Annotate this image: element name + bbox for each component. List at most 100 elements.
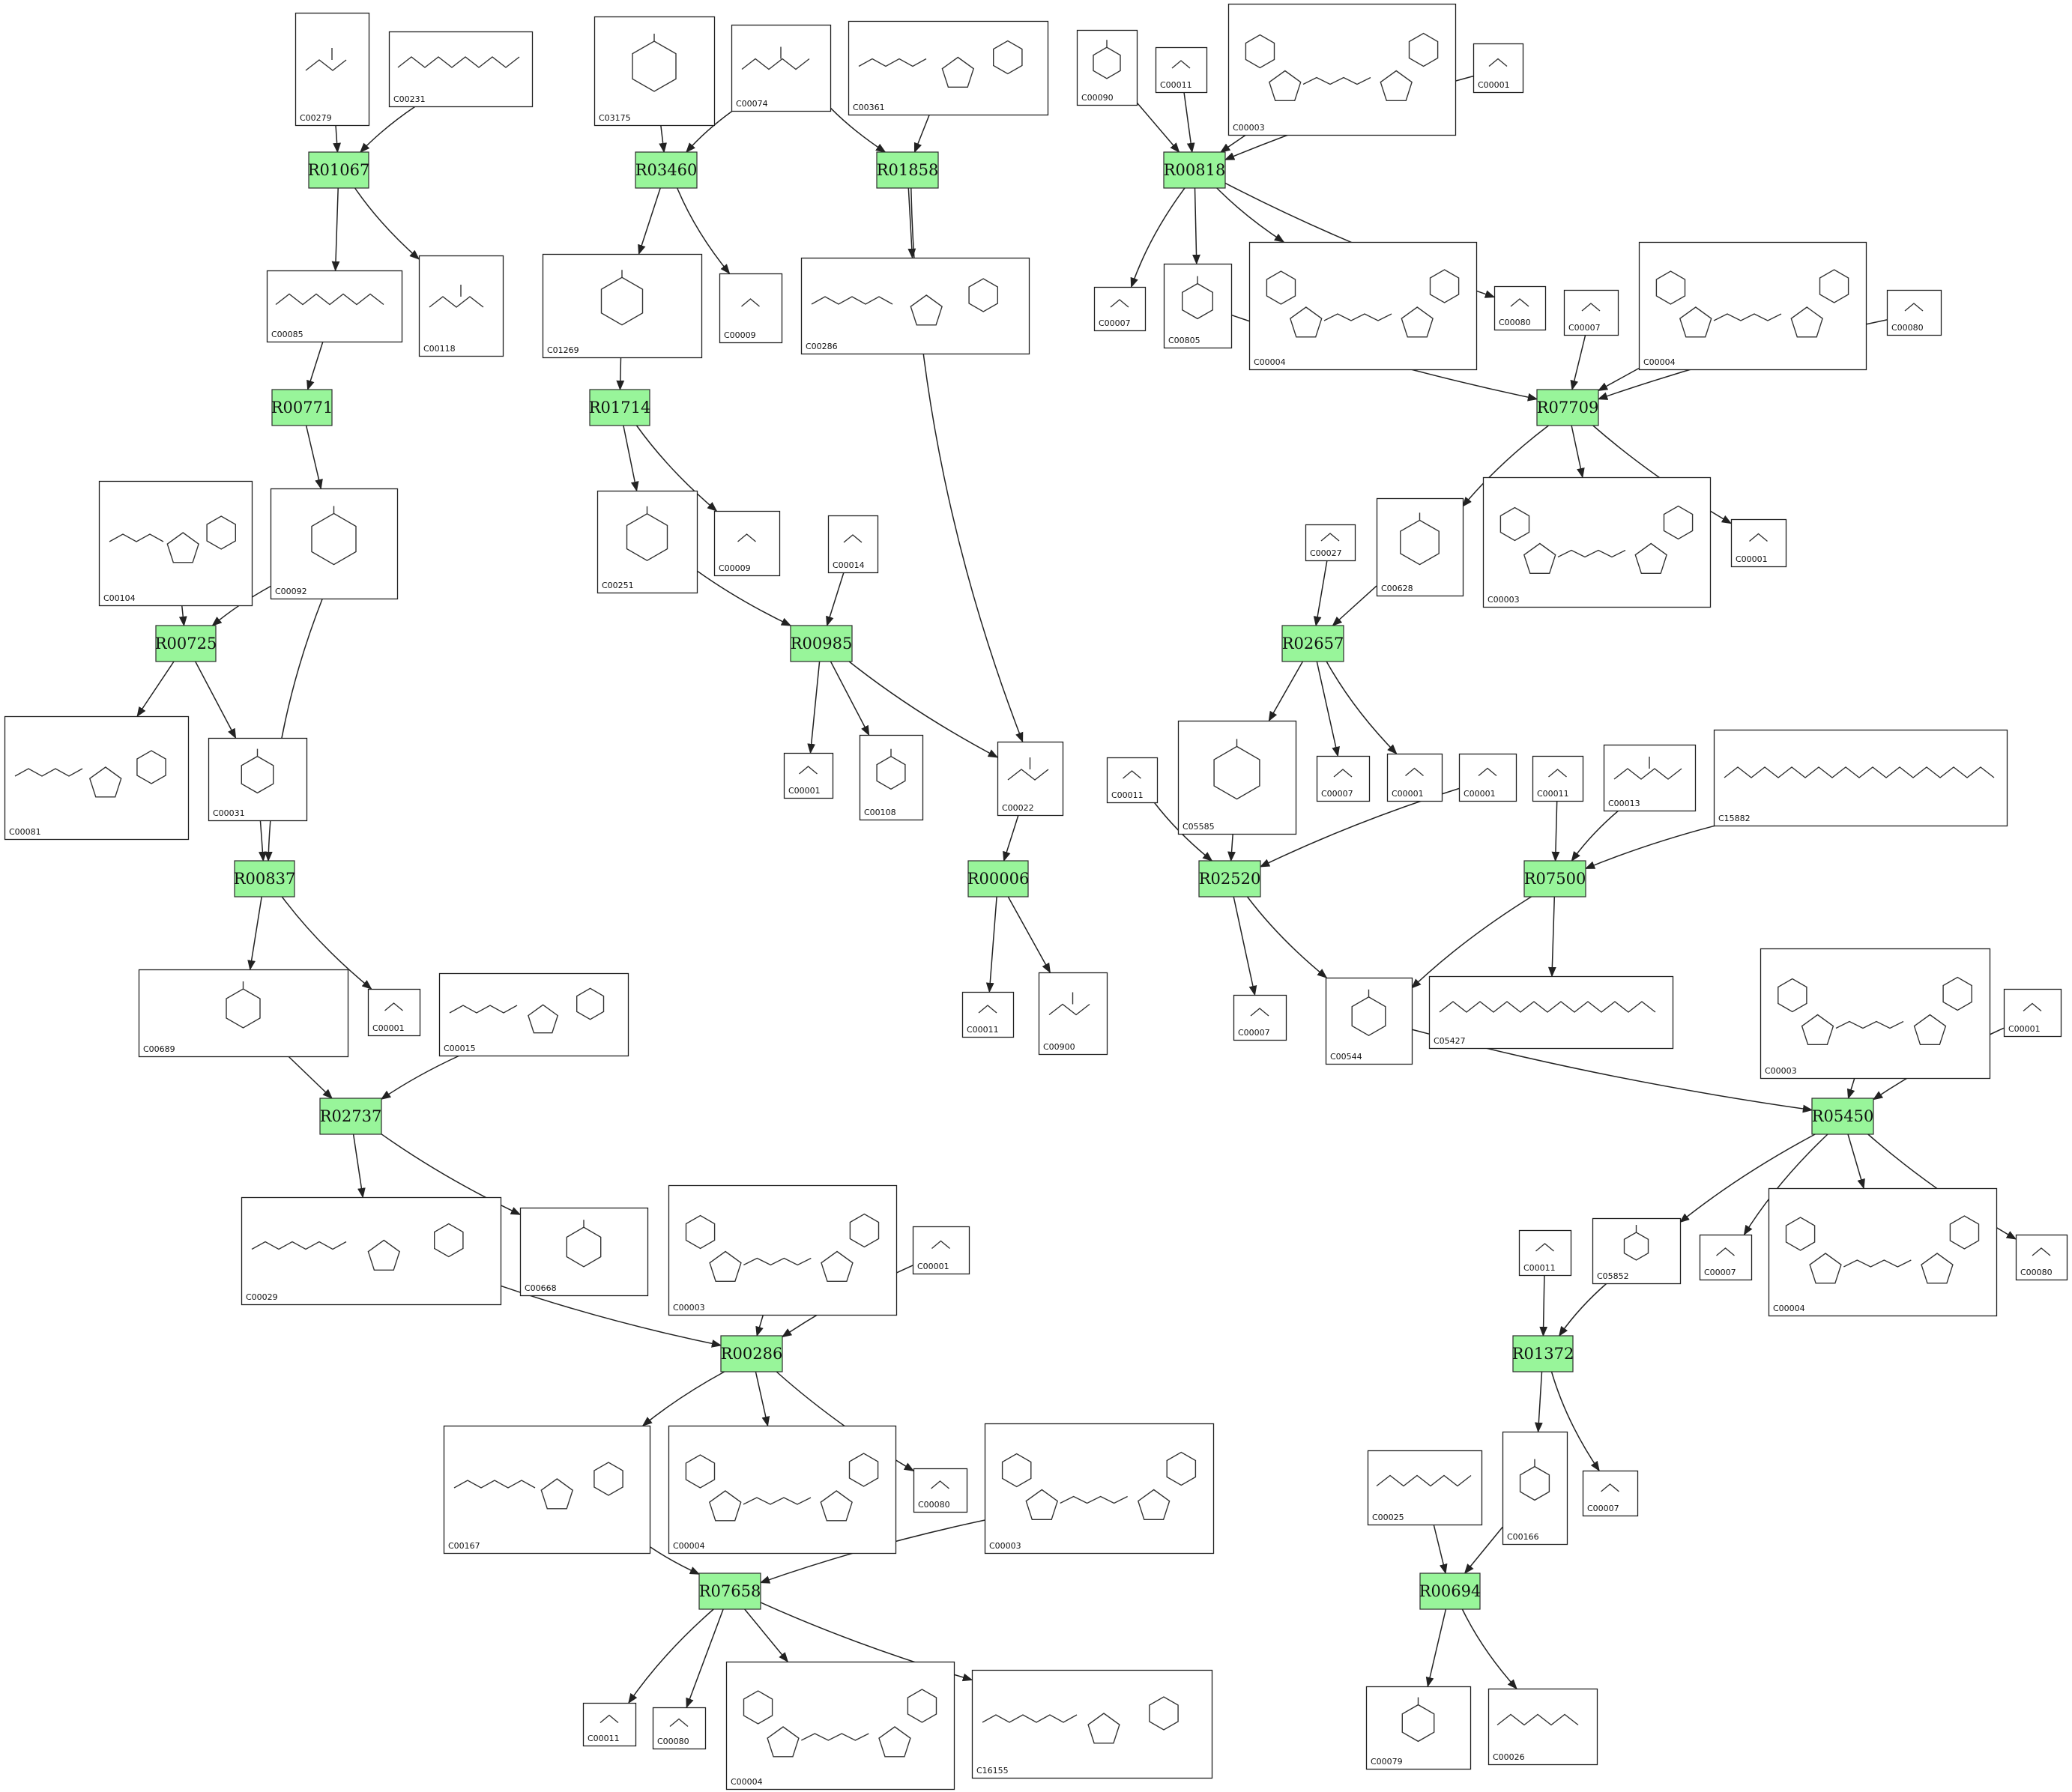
compound-node[interactable]: C00007: [1563, 289, 1619, 336]
compound-node[interactable]: C00689: [138, 969, 349, 1058]
compound-node[interactable]: C00361: [848, 20, 1049, 116]
structure-sketch: [858, 40, 1023, 88]
compound-node[interactable]: C00118: [418, 255, 504, 357]
compound-node[interactable]: C00628: [1376, 497, 1464, 597]
compound-node[interactable]: C00014: [827, 515, 879, 574]
reaction-node[interactable]: R00694: [1419, 1572, 1481, 1610]
compound-node[interactable]: C00015: [438, 972, 629, 1057]
reaction-node[interactable]: R07709: [1536, 389, 1599, 426]
compound-node[interactable]: C00805: [1163, 263, 1233, 349]
compound-node[interactable]: C00007: [1093, 286, 1147, 332]
compound-node[interactable]: C00022: [997, 741, 1064, 817]
compound-node[interactable]: C00013: [1603, 744, 1697, 812]
compound-node[interactable]: C00668: [519, 1207, 649, 1297]
compound-node[interactable]: C00026: [1487, 1688, 1598, 1766]
compound-node[interactable]: C00011: [582, 1702, 637, 1747]
compound-node[interactable]: C05852: [1592, 1217, 1682, 1285]
reaction-node[interactable]: R00837: [234, 860, 296, 897]
compound-node[interactable]: C00007: [1316, 755, 1371, 802]
compound-node[interactable]: C00011: [1518, 1229, 1572, 1277]
compound-node[interactable]: C00166: [1502, 1431, 1568, 1546]
compound-node[interactable]: C00004: [1768, 1187, 1998, 1317]
reaction-node[interactable]: R00771: [271, 389, 333, 426]
reaction-node[interactable]: R01067: [308, 151, 370, 189]
compound-node[interactable]: C00025: [1367, 1450, 1483, 1526]
compound-node[interactable]: C00003: [1482, 476, 1712, 608]
compound-node[interactable]: C00009: [713, 510, 781, 577]
reaction-node[interactable]: R05450: [1811, 1098, 1874, 1135]
compound-node[interactable]: C00007: [1699, 1234, 1753, 1281]
reaction-node[interactable]: R01714: [589, 389, 651, 426]
compound-node[interactable]: C00001: [783, 752, 834, 799]
compound-node[interactable]: C00544: [1325, 977, 1413, 1065]
compound-node[interactable]: C00090: [1076, 29, 1138, 106]
compound-node[interactable]: C00001: [2003, 988, 2062, 1038]
reaction-node[interactable]: R00725: [155, 625, 217, 662]
reaction-node[interactable]: R00286: [720, 1335, 783, 1372]
compound-node[interactable]: C00251: [596, 490, 698, 594]
compound-node[interactable]: C00104: [98, 480, 253, 607]
compound-node[interactable]: C00029: [241, 1196, 502, 1306]
compound-node[interactable]: C05427: [1428, 975, 1674, 1050]
compound-node[interactable]: C00001: [1458, 753, 1517, 802]
compound-node[interactable]: C00279: [295, 12, 370, 127]
reaction-node[interactable]: R03460: [635, 151, 698, 189]
compound-node[interactable]: C00001: [1386, 753, 1443, 802]
reaction-node[interactable]: R02657: [1281, 625, 1344, 662]
compound-node[interactable]: C00080: [913, 1468, 968, 1513]
compound-node[interactable]: C00001: [1730, 518, 1787, 568]
compound-node[interactable]: C00027: [1305, 524, 1356, 562]
compound-node[interactable]: C00001: [912, 1226, 970, 1275]
compound-node[interactable]: C00004: [725, 1661, 955, 1791]
compound-node[interactable]: C00092: [270, 488, 399, 600]
compound-node[interactable]: C05585: [1177, 720, 1297, 835]
compound-node[interactable]: C00074: [731, 24, 832, 112]
compound-node[interactable]: C00007: [1233, 994, 1287, 1041]
reaction-edge: [686, 110, 733, 154]
compound-node[interactable]: C01269: [542, 253, 703, 359]
compound-node[interactable]: C00003: [1227, 3, 1457, 136]
reaction-node[interactable]: R01372: [1512, 1335, 1574, 1372]
compound-node[interactable]: C00001: [367, 988, 421, 1037]
compound-node[interactable]: C00009: [719, 273, 783, 344]
reaction-node[interactable]: R00006: [967, 860, 1030, 897]
compound-node[interactable]: C00011: [961, 991, 1015, 1038]
compound-node[interactable]: C00085: [266, 270, 403, 343]
compound-node[interactable]: C00080: [1886, 289, 1942, 336]
compound-node[interactable]: C00004: [1248, 241, 1478, 371]
compound-node[interactable]: C00080: [652, 1707, 707, 1750]
compound-node[interactable]: C00011: [1532, 755, 1584, 802]
reaction-node[interactable]: R01858: [876, 151, 939, 189]
compound-node[interactable]: C00011: [1106, 757, 1159, 804]
reaction-node[interactable]: R00985: [790, 625, 853, 662]
compound-node[interactable]: C00900: [1038, 972, 1108, 1056]
reaction-node[interactable]: R00818: [1163, 151, 1226, 189]
compound-node[interactable]: C00004: [668, 1425, 897, 1555]
reaction-id: R00006: [967, 870, 1030, 888]
compound-id: C00361: [853, 103, 885, 112]
reaction-edge: [1183, 91, 1195, 154]
compound-node[interactable]: C00079: [1365, 1686, 1472, 1770]
compound-node[interactable]: C00108: [859, 734, 924, 821]
compound-node[interactable]: C00081: [4, 715, 190, 841]
compound-node[interactable]: C03175: [593, 16, 716, 127]
compound-node[interactable]: C00167: [443, 1425, 651, 1555]
reaction-node[interactable]: R07500: [1523, 860, 1586, 897]
reaction-node[interactable]: R07658: [698, 1572, 761, 1610]
compound-node[interactable]: C00004: [1638, 241, 1867, 371]
compound-node[interactable]: C00011: [1155, 46, 1208, 94]
compound-node[interactable]: C00080: [2015, 1234, 2068, 1281]
compound-node[interactable]: C00031: [208, 737, 308, 822]
reaction-node[interactable]: R02737: [319, 1098, 382, 1135]
compound-node[interactable]: C00286: [800, 257, 1030, 355]
compound-node[interactable]: C00003: [1760, 948, 1991, 1080]
reaction-node[interactable]: R02520: [1198, 860, 1261, 897]
compound-node[interactable]: C16155: [971, 1669, 1213, 1779]
compound-node[interactable]: C00080: [1493, 285, 1547, 331]
compound-node[interactable]: C15882: [1713, 729, 2008, 827]
compound-node[interactable]: C00003: [668, 1184, 898, 1316]
compound-node[interactable]: C00003: [984, 1423, 1215, 1555]
compound-node[interactable]: C00231: [388, 31, 534, 108]
compound-node[interactable]: C00007: [1582, 1470, 1639, 1517]
compound-node[interactable]: C00001: [1473, 43, 1524, 94]
